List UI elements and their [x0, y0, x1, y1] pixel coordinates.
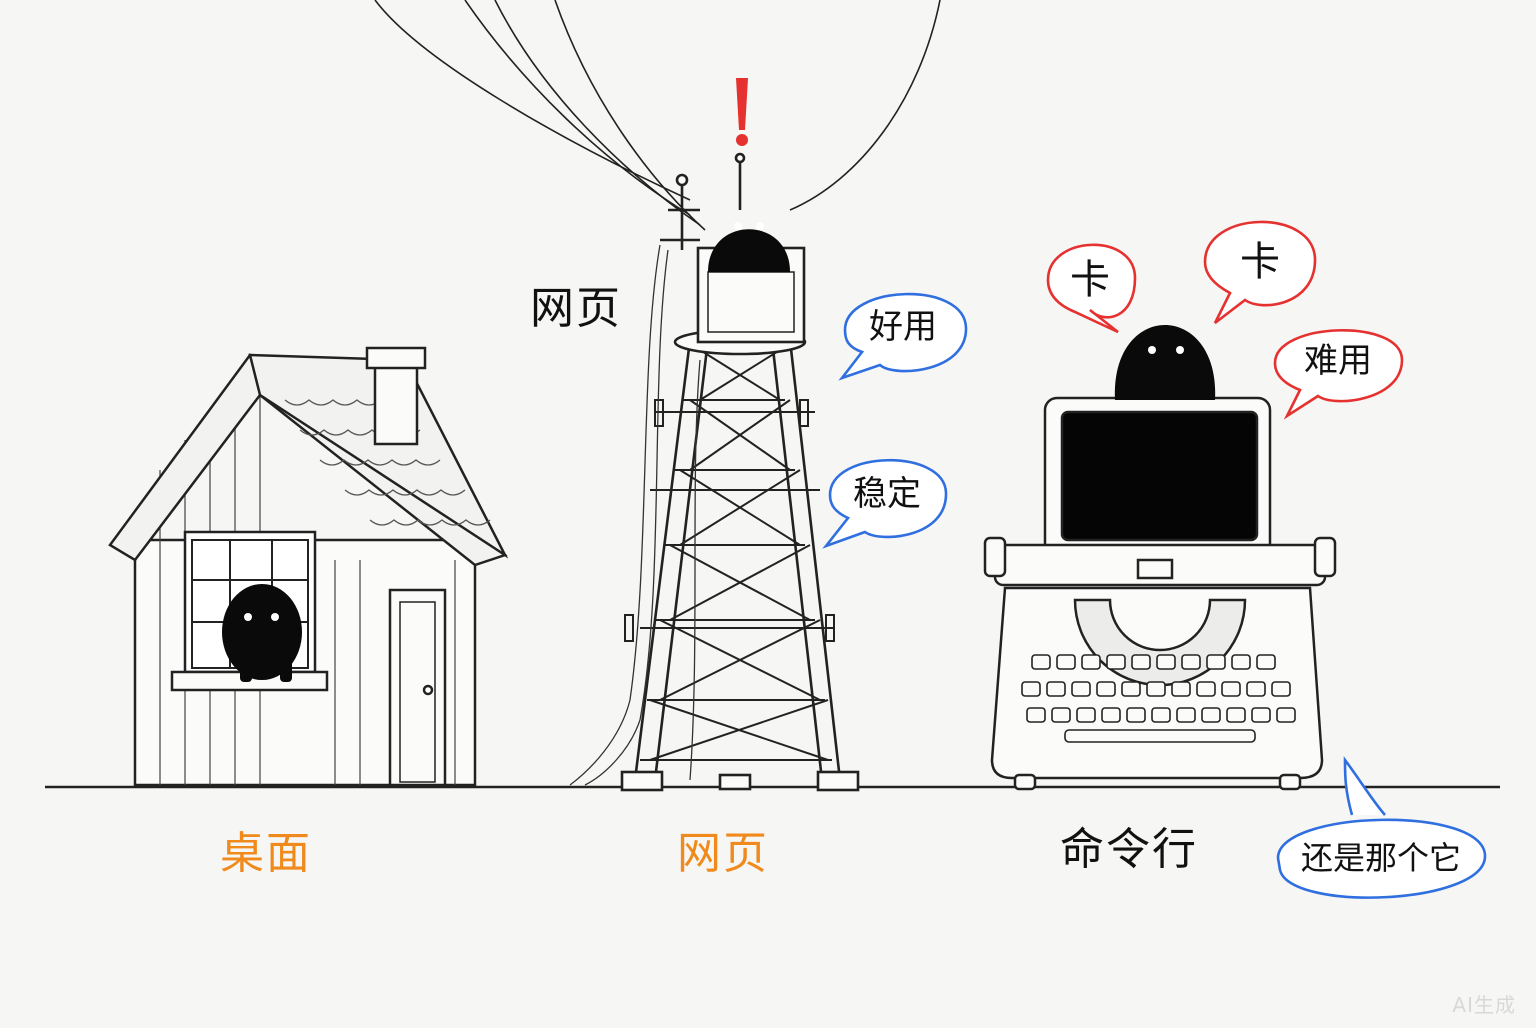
creature-cli [1114, 325, 1216, 400]
bubble-easy-to-use: 好用 [869, 307, 937, 347]
bubble-shapes [822, 220, 1487, 899]
label-web-top: 网页 [530, 283, 622, 334]
alert-mark [736, 78, 748, 146]
label-desktop: 桌面 [220, 828, 312, 879]
label-web-bottom: 网页 [677, 828, 769, 879]
creature-tower [708, 222, 790, 272]
sky-wires [374, 0, 941, 231]
bubble-hard-to-use: 难用 [1304, 341, 1372, 381]
typewriter [983, 396, 1337, 791]
label-cli: 命令行 [1060, 824, 1198, 875]
house [108, 346, 509, 787]
bubble-lag-2: 卡 [1240, 239, 1280, 285]
bubble-lag-1: 卡 [1070, 257, 1110, 303]
bubble-still-it: 还是那个它 [1300, 839, 1462, 877]
creature-window [222, 584, 302, 682]
watermark: AI生成 [1452, 993, 1516, 1017]
bubble-stable: 稳定 [853, 474, 921, 514]
